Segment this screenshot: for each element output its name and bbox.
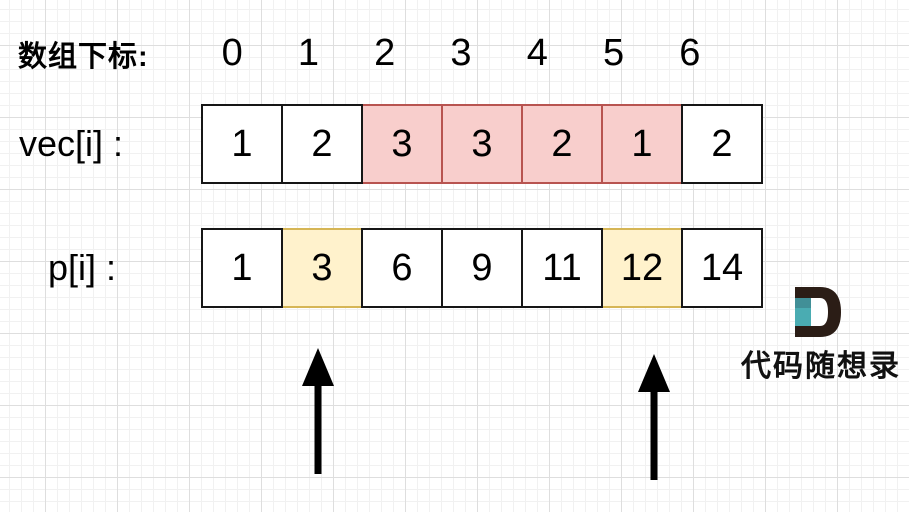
index-label: 1: [297, 31, 319, 74]
array-cell: 1: [201, 228, 283, 308]
array-cell: 6: [361, 228, 443, 308]
up-arrow-icon: [302, 348, 334, 474]
brand-name: 代码随想录: [741, 349, 901, 384]
array-index-title: 数组下标:: [18, 41, 149, 73]
array-cell: 3: [361, 104, 443, 184]
array-cell: 1: [601, 104, 683, 184]
index-row: 0 1 2 3 4 5 6: [194, 30, 728, 76]
index-label: 6: [679, 31, 701, 74]
index-label: 4: [526, 31, 548, 74]
array-cell: 12: [601, 228, 683, 308]
array-cell: 2: [681, 104, 763, 184]
index-label: 0: [221, 31, 243, 74]
p-row-label: p[i] :: [47, 247, 117, 288]
index-label: 3: [450, 31, 472, 74]
vec-row-label: vec[i] :: [18, 123, 124, 164]
array-cell: 1: [201, 104, 283, 184]
array-cell: 2: [521, 104, 603, 184]
array-cell: 14: [681, 228, 763, 308]
array-cell: 9: [441, 228, 523, 308]
array-cell: 3: [441, 104, 523, 184]
logo-d-icon: [795, 287, 841, 337]
array-cell: 11: [521, 228, 603, 308]
array-cell: 3: [281, 228, 363, 308]
index-label: 5: [602, 31, 625, 74]
up-arrow-icon: [638, 354, 670, 480]
index-label: 2: [374, 31, 396, 74]
array-cell: 2: [281, 104, 363, 184]
